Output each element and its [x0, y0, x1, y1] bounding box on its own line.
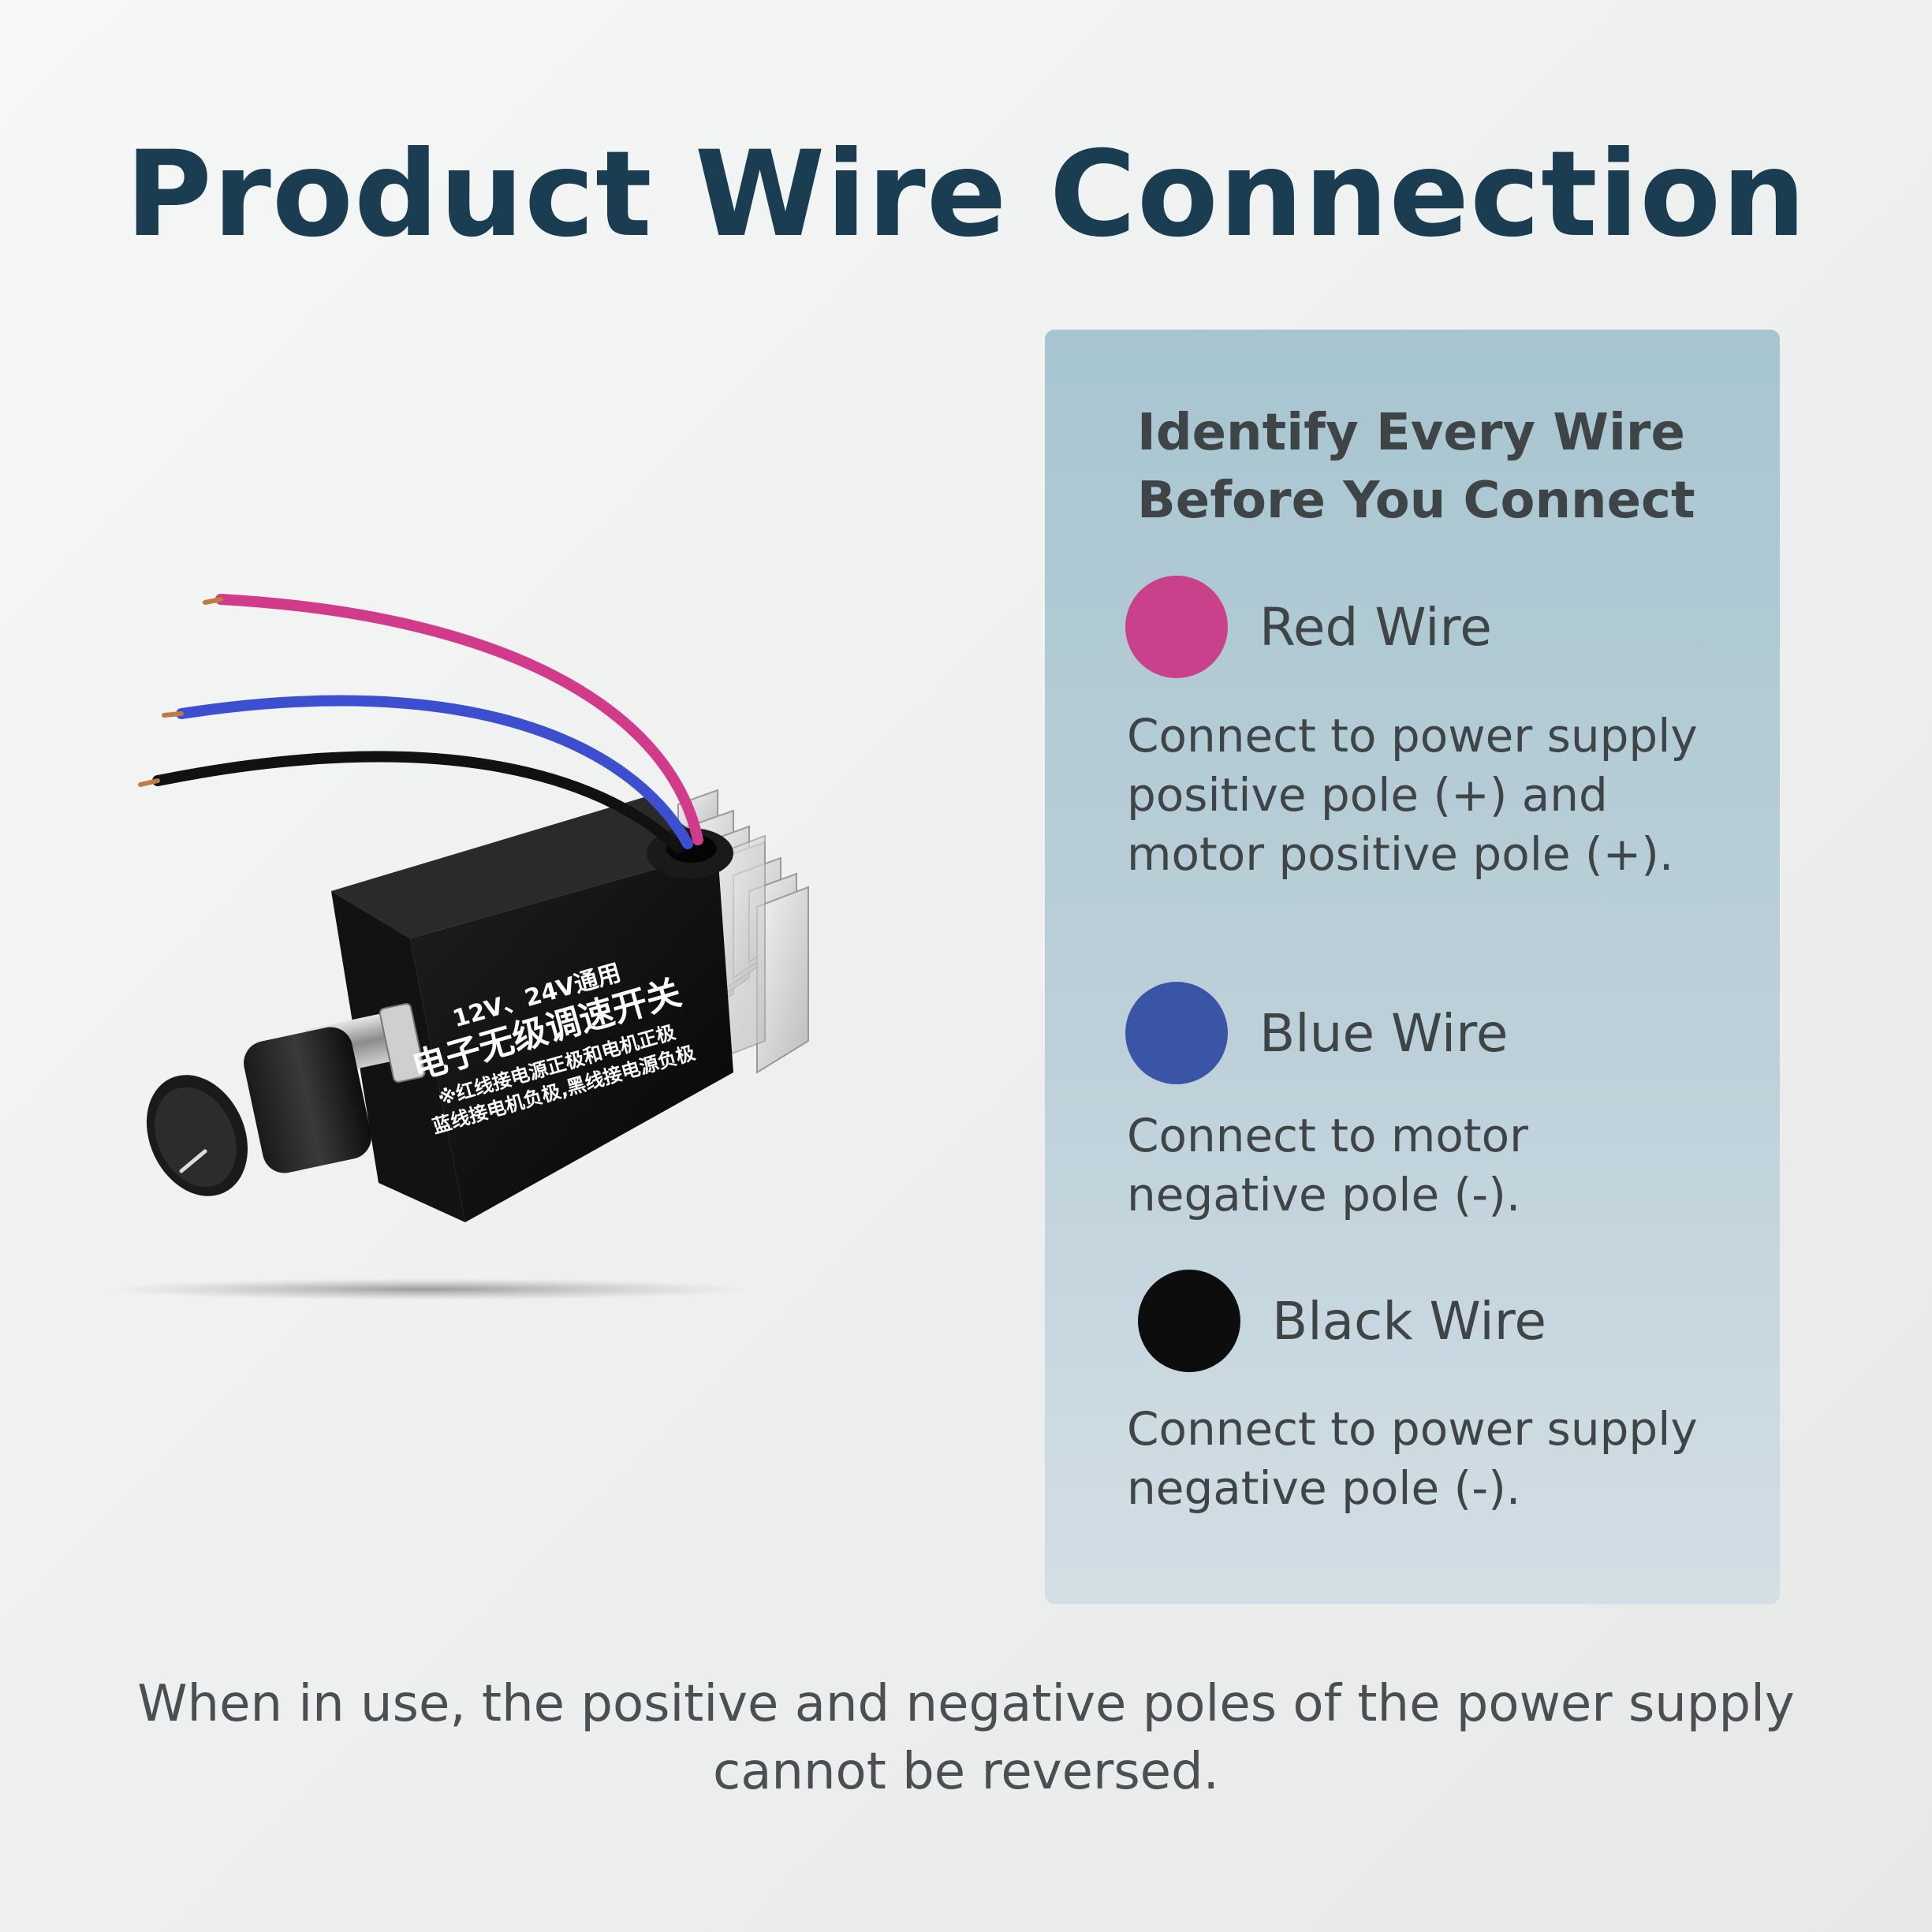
- wire-description: Connect to power supply negative pole (-…: [1127, 1402, 1698, 1515]
- wire-description: Connect to power supply positive pole (+…: [1127, 709, 1698, 881]
- wire-item-black: Black Wire: [1138, 1270, 1546, 1372]
- wire-name: Blue Wire: [1259, 1002, 1509, 1064]
- black-wire: [152, 751, 684, 853]
- red-color-dot: [1125, 576, 1228, 678]
- blue-wire: [176, 695, 693, 849]
- footer-warning: When in use, the positive and negative p…: [137, 1675, 1795, 1801]
- product-shadow: [103, 1278, 749, 1300]
- speed-controller-product-image: 12V、24V通用 电子无级调速开关 ※红线接电源正极和电机正极 蓝线接电机负极…: [95, 568, 883, 1309]
- blue-color-dot: [1125, 982, 1228, 1084]
- wire-item-red: Red Wire: [1125, 576, 1492, 678]
- wire-name: Red Wire: [1259, 596, 1492, 658]
- wire-description: Connect to motor negative pole (-).: [1127, 1109, 1528, 1221]
- page-title: Product Wire Connection: [125, 126, 1807, 263]
- control-knob: [146, 1027, 371, 1196]
- wire-guide-panel: Identify Every Wire Before You Connect R…: [1045, 330, 1780, 1604]
- controller-top-face: [331, 796, 718, 938]
- controller-front-face: [410, 852, 733, 1222]
- red-wire: [215, 594, 703, 845]
- wire-name: Black Wire: [1272, 1290, 1546, 1352]
- wire-item-blue: Blue Wire: [1125, 982, 1508, 1084]
- black-color-dot: [1138, 1270, 1240, 1372]
- panel-heading: Identify Every Wire Before You Connect: [1137, 404, 1695, 530]
